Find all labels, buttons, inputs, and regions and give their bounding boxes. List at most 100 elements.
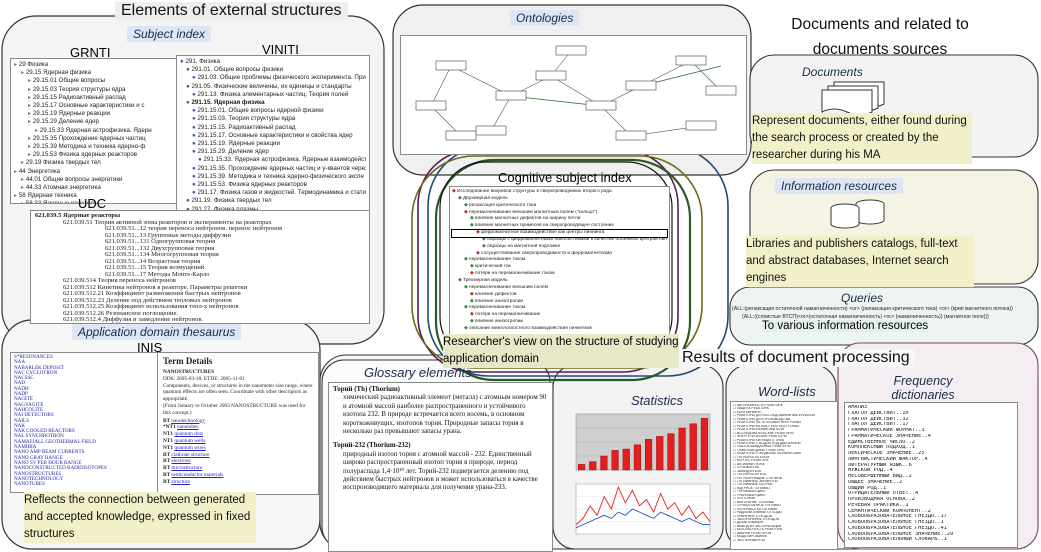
grnti-item[interactable]: ▸ 29.15.19 Ядерные реакции [14, 110, 179, 118]
inis-term-link[interactable]: NAILS [14, 417, 29, 424]
wordlist-item[interactable]: ☐ РЕАКТОРЫ ДЛЯ ПРОИЗВОДСТВА [733, 418, 835, 421]
wordlist-item[interactable]: ☐ РЕГУЛИРУЮЩИЕ СТЕРЖНИ [733, 477, 835, 480]
grnti-item[interactable]: ▸ 58.33 Ядерные реакторы [14, 200, 179, 203]
statistics-panel[interactable] [564, 410, 716, 542]
inis-relation[interactable]: RT electrons [163, 458, 313, 465]
inis-term-link[interactable]: NANOSTRUCTURES [14, 470, 62, 477]
viniti-item[interactable]: ● 291.17. Физика газов и жидкостей. Терм… [180, 189, 366, 197]
inis-relation[interactable]: *NT1 nanotubes [163, 424, 313, 431]
ontology-graph[interactable] [400, 35, 747, 155]
frequency-item[interactable]: ОБЩИЙ РОД..1 [848, 485, 887, 491]
inis-term-link[interactable]: NAK COOLED REACTORS [14, 428, 75, 435]
frequency-item[interactable]: СЛОВООБРАЗОВАТЕЛЬНЫЙ СЛОВАРЬ..1 [848, 537, 947, 543]
wordlist-item[interactable]: ☐ ТЕПЛОНОСИТЕЛЕМ [733, 456, 835, 459]
udc-item[interactable]: 621.039.51...14 Возрастная теория [105, 257, 201, 265]
wordlist-item[interactable]: ☐ РЕАКТОРЫ ДЛЯ ИССЛЕДОВАНИЙ МАТЕРИАЛОВ [733, 414, 835, 417]
viniti-item[interactable]: ● 291.15.17. Основные характеристики и с… [180, 132, 366, 140]
inis-term-details[interactable]: Term Details NANOSTRUCTURES DDS: 2005-03… [157, 352, 319, 495]
inis-term-link[interactable]: NACSSC [14, 375, 34, 382]
grnti-item[interactable]: ▸ 44.33 Атомная энергетика [14, 184, 179, 192]
cognitive-item[interactable]: ◆ Трехмерная модель [452, 278, 667, 285]
frequency-item[interactable]: ГЛАГОЛ ДЕЙСТВИТ..10 [848, 410, 909, 416]
inis-relation[interactable]: RT structure [163, 479, 313, 486]
inis-term-link[interactable]: NANO AMP BEAM CURRENTS [14, 449, 85, 456]
wordlist-item[interactable]: ☐ РЕАКТОРЫ-РАЗМНОЖИТЕЛИ [733, 428, 835, 431]
wordlist-item[interactable]: ☐ РЕАКТОРЫ С ЖИДКОМЕТАЛЛИЧЕСКИМ [733, 452, 835, 455]
wordlist-item[interactable]: ☐ ВЫГОРАНИЕ ТОПЛИВА [733, 501, 835, 504]
viniti-item[interactable]: ● 291.15.29. Деление ядер [180, 148, 366, 156]
inis-term-link[interactable]: NANOTECHNOLOGY [14, 475, 64, 482]
cognitive-item[interactable]: ◆ перемагничивание внешним полем [452, 285, 667, 292]
wordlist-item[interactable]: ☐ ГАЗООХЛАЖДАЕМЫЕ РЕАКТОРЫ [733, 445, 835, 448]
cognitive-item[interactable]: ◆ влияние магнитных примесей на сверхпро… [452, 223, 667, 230]
frequency-item[interactable]: МУЖСКОЙ РОД..4 [848, 468, 893, 474]
frequency-item[interactable]: РЕЧЕВАЯ ПРАКТИКА..1 [848, 502, 909, 508]
grnti-item[interactable]: ▸ 44 Энергетика [14, 168, 179, 176]
wordlist-item[interactable]: ☐ ЭКСПЕРИМЕНТЫ [733, 539, 835, 542]
query-line[interactable]: (ALL:((слоистые ВТСП)<or>(остаточная нам… [742, 314, 989, 320]
viniti-item[interactable]: ● 291. Физика [180, 58, 366, 66]
inis-term-link[interactable]: NAHCOLITE [14, 406, 44, 413]
inis-term-link[interactable]: NAMAFJALL GEOTHERMAL FIELD [14, 438, 96, 445]
viniti-item[interactable]: ● 291.15.03. Теория структуры ядра [180, 115, 366, 123]
frequency-item[interactable]: СЛОВООБРАЗОВАТЕЛЬНОЕ ГНЕЗДО..17 [848, 514, 947, 520]
wordlist-item[interactable]: ☐ РЕАКТОРЫ КИПЯЩЕГО ТИПА [733, 439, 835, 442]
wordlist-item[interactable]: ☐ ЗАМЕДЛИТЕЛЬ [733, 470, 835, 473]
inis-term-link[interactable]: NAMIBIA [14, 444, 37, 451]
wordlist-item[interactable]: ☐ РЕАКТОРЫ НА ТЕПЛОВЫХ НЕЙТРОНАХ [733, 421, 835, 424]
wordlist-item[interactable]: ☐ ИССЛЕДОВАТЕЛЬСКИЕ РЕАКТОРЫ [733, 432, 835, 435]
udc-item[interactable]: 621.039.51...12 теория переноса нейтроно… [105, 225, 283, 232]
frequency-item[interactable]: ЛИТЕРАТУРНЫЙ ЯЗЫК..6 [848, 462, 912, 468]
wordlist-item[interactable]: ☐ МОДЕЛИРОВАНИЕ [733, 535, 835, 538]
cognitive-item[interactable]: ◆ релаксация критического тока [452, 203, 667, 210]
udc-item[interactable]: 621.039.51...15 Теория возмущений [105, 264, 205, 271]
cognitive-item[interactable]: ◆ перемагничивание внешним магнитным пол… [452, 210, 667, 217]
cognitive-item[interactable]: ◆ Исследование вихревой структуры в свер… [452, 189, 667, 196]
wordlist-item[interactable]: ☐ ТОРИЕВЫЙ ЦИКЛ [733, 490, 835, 493]
viniti-item[interactable]: ● 291.13. Физика элементарных частиц. Те… [180, 91, 366, 99]
grnti-item[interactable]: ▸ 29.15 Ядерная физика [14, 69, 179, 77]
cognitive-item[interactable]: ◆ образцы на магнитной подложке [452, 244, 667, 251]
grnti-item[interactable]: ▸ 29 Физика [14, 61, 179, 69]
inis-term-link[interactable]: NAD [14, 380, 26, 387]
inis-relation[interactable]: NT1 quantum wells [163, 438, 313, 445]
inis-term-link[interactable]: NAC CYCLOTRON [14, 369, 58, 376]
cognitive-tree[interactable]: ◆ Исследование вихревой структуры в свер… [449, 186, 670, 337]
wordlist-item[interactable]: ☐ ТОПЛИВНЫЕ СБОРКИ [733, 483, 835, 486]
wordlist-item[interactable]: ☐ АВТОНОМНОСТЬ РЕАКТОРА [733, 404, 835, 407]
inis-term-link[interactable]: NANOCONSTRUCTED RADIOISOTOPES [14, 465, 107, 472]
wordlist-item[interactable]: ☐ РЕАКТОРЫ НА БЫСТРЫХ НЕЙТРОНАХ [733, 425, 835, 428]
inis-relation[interactable]: RT clathrate structure [163, 452, 313, 459]
inis-term-link[interactable]: NAA [14, 359, 26, 366]
wordlist-item[interactable]: ☐ РАДИОАКТИВНЫЕ ОТХОДЫ [733, 511, 835, 514]
wordlist-item[interactable]: ☐ КОРПУС РЕАКТОРА [733, 459, 835, 462]
wordlist-item[interactable]: ☐ ХРАНЕНИЕ ОТХОДОВ [733, 515, 835, 518]
viniti-panel[interactable]: ● 291. Физика● 291.01. Общие вопросы физ… [176, 55, 370, 231]
udc-item[interactable]: 621.039.51...13 Групповые методы диффузи… [105, 231, 231, 239]
udc-item[interactable]: 621.039.51...132 Двухгрупповая теория [105, 244, 215, 252]
inis-term-link[interactable]: NABARLEK DEPOSIT [14, 364, 64, 371]
query-lines[interactable]: (ALL:(релаксация остаточной намагниченно… [732, 305, 1032, 321]
wordlist-panel[interactable]: ☐ АВТОНОМНОСТЬ РЕАКТОРА☐ ЗАЩИТА РЕАКТОРА… [730, 401, 838, 550]
wordlist-item[interactable]: ☐ ОТРАБОТАННОЕ ТОПЛИВО [733, 504, 835, 507]
inis-relation[interactable]: RT semiconductor materials [163, 472, 313, 479]
wordlist-item[interactable]: ☐ ЭНЕРГЕТИЧЕСКИЕ РЕАКТОРЫ [733, 435, 835, 438]
inis-term-link[interactable]: NAGYAGITE [14, 401, 44, 408]
wordlist-item[interactable]: ☐ БЕЗОПАСНОСТЬ РЕАКТОРА [733, 528, 835, 531]
grnti-item[interactable]: ▸ 29.19 Физика твердых тел [14, 159, 179, 167]
cognitive-item[interactable]: ◆ влияние дефектов [452, 292, 667, 299]
grnti-item[interactable]: ▸ 29.15.01 Общие вопросы [14, 77, 179, 85]
cognitive-item[interactable]: ◆ влияние анизотропии [452, 319, 667, 326]
frequency-item[interactable]: ПРОИЗВОДНАЯ ОСНОВА..2 [848, 497, 915, 502]
grnti-panel[interactable]: ▸ 29 Физика▸ 29.15 Ядерная физика▸ 29.15… [10, 58, 183, 204]
inis-term-link[interactable]: NANO GRAY RANGE [14, 454, 63, 461]
inis-term-link[interactable]: NADP [14, 391, 28, 398]
inis-term-link[interactable]: NADH [14, 385, 29, 392]
viniti-item[interactable]: ● 291.27. Физика плазмы [180, 206, 366, 214]
udc-item[interactable]: 621.039.512 Кинетика нейтронов в реактор… [63, 283, 248, 291]
udc-item[interactable]: 621.039.51...134 Многогрупповая теория [105, 251, 219, 258]
frequency-item[interactable]: ЛЕКСИЧЕСКОЕ ЗНАЧЕНИЕ..25 [848, 451, 925, 456]
frequency-item[interactable]: СЕМАНТИЧЕСКИЙ КОМПОНЕНТ..2 [848, 508, 931, 514]
